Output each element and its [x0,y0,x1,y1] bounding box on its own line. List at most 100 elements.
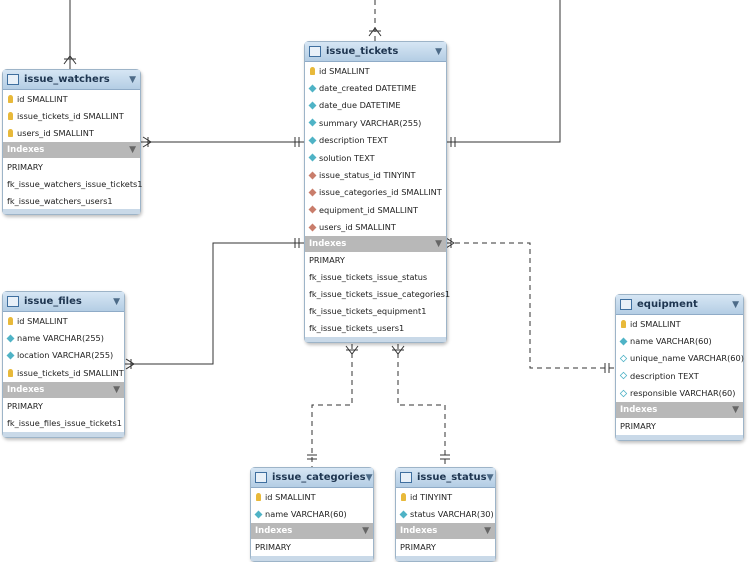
index-row[interactable]: PRIMARY [620,421,656,432]
collapse-arrow-icon[interactable]: ▼ [435,46,442,57]
column-row[interactable]: users_id SMALLINT [3,125,140,142]
column-label: status VARCHAR(30) [410,509,494,520]
table-header[interactable]: equipment ▼ [616,295,743,315]
indexes-header[interactable]: Indexes ▼ [3,381,124,398]
column-row[interactable]: responsible VARCHAR(60) [616,385,743,402]
column-row[interactable]: description TEXT [305,132,446,149]
table-header[interactable]: issue_categories ▼ [251,468,373,488]
column-label: description TEXT [319,135,388,146]
collapse-arrow-icon[interactable]: ▼ [129,145,136,156]
column-icon [619,337,628,346]
index-row[interactable]: fk_issue_watchers_issue_tickets1 [7,178,143,189]
collapse-arrow-icon[interactable]: ▼ [732,299,739,310]
column-icon [308,136,317,145]
one-marker-tickets-right [450,137,456,147]
column-label: responsible VARCHAR(60) [630,388,736,399]
column-label: description TEXT [630,370,699,381]
column-row[interactable]: issue_categories_id SMALLINT [305,184,446,201]
column-row[interactable]: issue_status_id TINYINT [305,166,446,183]
indexes-header[interactable]: Indexes ▼ [305,235,446,252]
column-icon [308,101,317,110]
connector-tickets-equipment [446,242,615,369]
column-row[interactable]: equipment_id SMALLINT [305,201,446,218]
collapse-arrow-icon[interactable]: ▼ [732,404,739,415]
table-icon [7,74,19,85]
one-marker-tickets-left [294,137,300,147]
column-row[interactable]: date_due DATETIME [305,97,446,114]
indexes-label: Indexes [7,145,45,156]
column-row[interactable]: id SMALLINT [3,312,124,329]
foreign-key-icon [308,223,317,232]
column-row[interactable]: unique_name VARCHAR(60) [616,350,744,367]
index-row[interactable]: fk_issue_tickets_issue_categories1 [309,289,451,300]
index-row[interactable]: PRIMARY [7,161,43,172]
column-row[interactable]: id TINYINT [396,488,495,505]
table-issue-tickets[interactable]: issue_tickets ▼ id SMALLINT date_created… [304,41,451,343]
one-marker-categories [307,454,317,460]
index-row[interactable]: PRIMARY [255,542,291,553]
column-row[interactable]: issue_tickets_id SMALLINT [3,107,140,124]
connector-files-tickets [123,242,305,365]
table-name: issue_watchers [24,74,110,85]
crowfoot-watchers-side [142,136,152,148]
table-header[interactable]: issue_status ▼ [396,468,495,488]
connector-tickets-status [397,344,446,467]
collapse-arrow-icon[interactable]: ▼ [484,525,491,536]
column-row[interactable]: summary VARCHAR(255) [305,114,446,131]
index-row[interactable]: PRIMARY [400,542,436,553]
table-issue-files[interactable]: issue_files ▼ id SMALLINT name VARCHAR(2… [2,291,125,438]
foreign-key-icon [308,188,317,197]
index-row[interactable]: fk_issue_files_issue_tickets1 [7,418,122,429]
column-row[interactable]: description TEXT [616,367,743,384]
index-row[interactable]: PRIMARY [7,401,43,412]
collapse-arrow-icon[interactable]: ▼ [113,384,120,395]
table-header[interactable]: issue_tickets ▼ [305,42,446,62]
indexes-label: Indexes [309,238,347,249]
indexes-header[interactable]: Indexes ▼ [3,142,140,159]
indexes-label: Indexes [400,525,438,536]
indexes-header[interactable]: Indexes ▼ [396,522,495,539]
column-row[interactable]: location VARCHAR(255) [3,347,124,364]
column-row[interactable]: name VARCHAR(60) [251,505,373,522]
table-icon [7,296,19,307]
collapse-arrow-icon[interactable]: ▼ [113,296,120,307]
table-issue-status[interactable]: issue_status ▼ id TINYINT status VARCHAR… [395,467,496,562]
column-row[interactable]: name VARCHAR(255) [3,329,124,346]
column-row[interactable]: date_created DATETIME [305,79,446,96]
table-header[interactable]: issue_watchers ▼ [3,70,140,90]
indexes-header[interactable]: Indexes▼ [251,522,373,539]
collapse-arrow-icon[interactable]: ▼ [435,238,442,249]
index-row[interactable]: fk_issue_tickets_users1 [309,323,405,334]
index-row[interactable]: fk_issue_watchers_users1 [7,195,113,206]
column-row[interactable]: status VARCHAR(30) [396,505,495,522]
connector-issue-tickets-right [446,0,561,143]
column-row[interactable]: id SMALLINT [251,488,373,505]
index-row[interactable]: PRIMARY [309,255,345,266]
column-label: date_created DATETIME [319,83,417,94]
table-header[interactable]: issue_files ▼ [3,292,124,312]
column-row[interactable]: id SMALLINT [305,62,446,79]
table-footer [3,431,124,437]
column-row[interactable]: solution TEXT [305,149,446,166]
crowfoot-issue-watchers-top [63,55,77,65]
column-label: id SMALLINT [319,65,370,76]
table-issue-categories[interactable]: issue_categories ▼ id SMALLINT name VARC… [250,467,374,562]
index-row[interactable]: fk_issue_tickets_issue_status [309,272,428,283]
column-row[interactable]: issue_tickets_id SMALLINT [3,364,124,381]
collapse-arrow-icon[interactable]: ▼ [486,472,494,483]
indexes-header[interactable]: Indexes▼ [616,401,743,418]
collapse-arrow-icon[interactable]: ▼ [129,74,136,85]
column-row[interactable]: id SMALLINT [616,315,743,332]
indexes-label: Indexes [7,384,45,395]
table-equipment[interactable]: equipment ▼ id SMALLINT name VARCHAR(60)… [615,294,744,441]
collapse-arrow-icon[interactable]: ▼ [362,525,369,536]
column-row[interactable]: users_id SMALLINT [305,219,446,236]
column-label: id SMALLINT [17,315,68,326]
column-label: unique_name VARCHAR(60) [630,353,744,364]
table-issue-watchers[interactable]: issue_watchers ▼ id SMALLINT issue_ticke… [2,69,143,216]
column-row[interactable]: id SMALLINT [3,90,140,107]
column-row[interactable]: name VARCHAR(60) [616,332,743,349]
primary-key-icon [401,492,406,501]
collapse-arrow-icon[interactable]: ▼ [365,472,373,483]
index-row[interactable]: fk_issue_tickets_equipment1 [309,306,427,317]
